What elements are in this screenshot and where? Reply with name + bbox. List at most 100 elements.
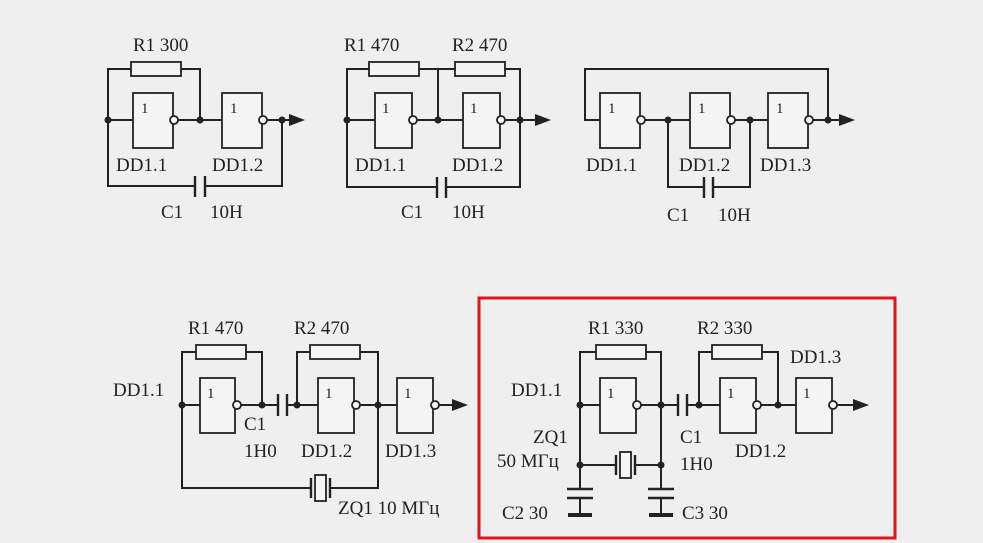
- gate-dd1-2: [719, 377, 757, 434]
- gate-symbol: 1: [776, 101, 784, 117]
- label-dd1-2: DD1.2: [679, 155, 730, 176]
- capacitor-c1-symbol: [435, 177, 448, 198]
- junction-dot: [374, 401, 382, 409]
- label-r2: R2 470: [294, 318, 349, 339]
- label-dd1-2: DD1.2: [452, 155, 503, 176]
- gate-inverter-bubble: [408, 115, 418, 125]
- gate-symbol: 1: [207, 386, 215, 402]
- label-dd1-1: DD1.1: [511, 380, 562, 401]
- junction-dot: [695, 401, 703, 409]
- label-c1-value: 1H0: [680, 454, 713, 475]
- label-c3: C3 30: [682, 503, 728, 524]
- gate-symbol: 1: [727, 386, 735, 402]
- label-c1-value: 10H: [452, 202, 485, 223]
- label-c1-value: 10H: [210, 202, 243, 223]
- gate-symbol: 1: [141, 101, 149, 117]
- wire: [245, 351, 263, 406]
- resistor-r1-symbol: [130, 61, 182, 77]
- junction-dot: [657, 401, 665, 409]
- label-c1: C1: [401, 202, 423, 223]
- label-r1: R1 300: [133, 35, 188, 56]
- gate-inverter-bubble: [351, 400, 361, 410]
- capacitor-c1-symbol: [193, 176, 207, 197]
- junction-dot: [343, 116, 351, 124]
- gate-symbol: 1: [230, 101, 238, 117]
- gate-inverter-bubble: [496, 115, 506, 125]
- gate-symbol: 1: [470, 101, 478, 117]
- wire: [107, 68, 196, 187]
- junction-dot: [824, 116, 832, 124]
- gate-symbol: 1: [607, 386, 615, 402]
- gate-dd1-2: [462, 92, 501, 149]
- label-r2: R2 470: [452, 35, 507, 56]
- label-r1: R1 330: [588, 318, 643, 339]
- wire: [346, 68, 438, 188]
- gate-dd1-3: [767, 92, 809, 149]
- label-c1: C1: [244, 414, 266, 435]
- crystal-zq1-symbol: [314, 474, 327, 502]
- crystal-zq1-plates: [309, 478, 332, 498]
- output-arrow: [853, 399, 869, 411]
- gate-inverter-bubble: [804, 115, 814, 125]
- label-c1: C1: [667, 205, 689, 226]
- label-dd1-3: DD1.3: [790, 347, 841, 368]
- gate-inverter-bubble: [752, 400, 762, 410]
- resistor-r1-symbol: [368, 61, 420, 77]
- junction-dot: [774, 401, 782, 409]
- label-dd1-2: DD1.2: [212, 155, 263, 176]
- wire: [584, 68, 829, 121]
- gate-dd1-2: [689, 92, 731, 149]
- label-r1: R1 470: [188, 318, 243, 339]
- capacitor-c1-symbol: [702, 177, 715, 198]
- label-dd1-3: DD1.3: [760, 155, 811, 176]
- gate-dd1-3: [795, 377, 833, 434]
- diagram-4: 1 1 1 R1 470 R2 470 DD1.1 C1 1H0 DD1.2 D…: [113, 318, 468, 519]
- wire: [204, 119, 283, 187]
- output-arrow: [535, 114, 551, 126]
- resistor-r2-symbol: [711, 344, 763, 360]
- label-zq1: ZQ1: [533, 427, 568, 448]
- wire: [698, 351, 713, 406]
- gate-inverter-bubble: [232, 400, 242, 410]
- diagram-5: 1 1 1 R1 330 R2 330 DD1.3 DD1.1 ZQ1 50 М…: [477, 296, 897, 540]
- wire: [359, 351, 379, 406]
- gate-dd1-3: [396, 377, 434, 434]
- gate-dd1-1: [599, 377, 637, 434]
- wire: [645, 351, 662, 406]
- gate-symbol: 1: [803, 386, 811, 402]
- gate-inverter-bubble: [828, 400, 838, 410]
- capacitor-c1-symbol: [276, 394, 289, 416]
- label-dd1-1: DD1.1: [116, 155, 167, 176]
- gate-dd1-2: [221, 92, 263, 149]
- label-c2: C2 30: [502, 503, 548, 524]
- gate-inverter-bubble: [258, 115, 268, 125]
- resistor-r2-symbol: [454, 61, 506, 77]
- junction-dot: [746, 116, 754, 124]
- gate-dd1-2: [317, 377, 355, 434]
- label-zq1-value: 50 МГц: [497, 451, 559, 472]
- label-dd1-1: DD1.1: [113, 380, 164, 401]
- output-arrow: [452, 399, 468, 411]
- label-dd1-2: DD1.2: [735, 441, 786, 462]
- wire: [445, 119, 521, 188]
- diagram-3: 1 1 1 DD1.1 DD1.2 DD1.3 C1 10H: [584, 68, 855, 226]
- junction-dot: [178, 401, 186, 409]
- resistor-r2-symbol: [309, 344, 361, 360]
- label-dd1-1: DD1.1: [355, 155, 406, 176]
- capacitor-c3-symbol: [648, 487, 674, 500]
- junction-dot: [196, 116, 204, 124]
- junction-dot: [104, 116, 112, 124]
- junction-dot: [576, 401, 584, 409]
- gate-symbol: 1: [325, 386, 333, 402]
- gate-inverter-bubble: [632, 400, 642, 410]
- label-dd1-1: DD1.1: [586, 155, 637, 176]
- junction-dot: [258, 401, 266, 409]
- gate-inverter-bubble: [169, 115, 179, 125]
- capacitor-c2-symbol: [567, 487, 593, 500]
- wire: [504, 68, 521, 121]
- junction-dot: [664, 116, 672, 124]
- wire: [712, 119, 751, 188]
- label-r1: R1 470: [344, 35, 399, 56]
